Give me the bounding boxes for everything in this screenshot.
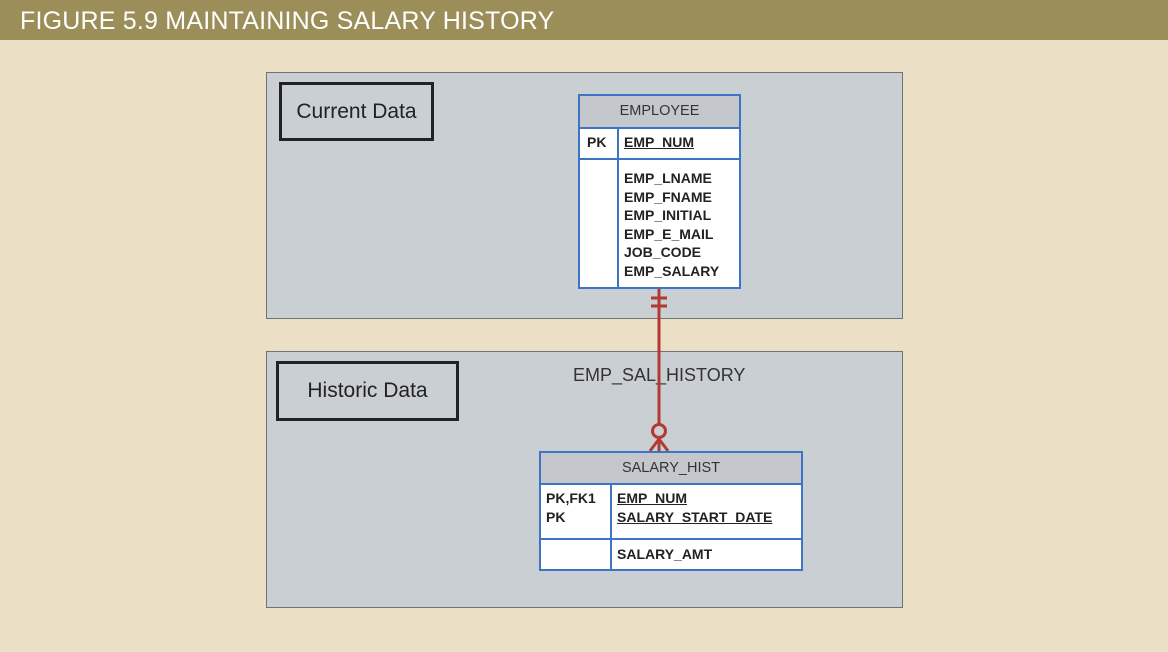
salary-hist-attr-row: SALARY_AMT <box>541 538 801 569</box>
employee-attr: EMP_E_MAIL <box>624 225 714 242</box>
employee-attr: EMP_INITIAL <box>624 207 712 223</box>
salary-hist-key-row: PK,FK1 PK EMP_NUM SALARY_START_DATE <box>541 483 801 540</box>
employee-entity-title: EMPLOYEE <box>580 96 739 129</box>
historic-data-label: Historic Data <box>276 361 459 421</box>
salary-hist-entity: SALARY_HIST PK,FK1 PK EMP_NUM SALARY_STA… <box>539 451 803 571</box>
employee-attr: EMP_LNAME <box>624 170 712 186</box>
crow-foot-left <box>648 438 661 452</box>
figure-header: FIGURE 5.9 MAINTAINING SALARY HISTORY <box>0 0 1168 40</box>
salary-hist-key-label: PK <box>546 509 566 525</box>
employee-attr: EMP_SALARY <box>624 262 720 279</box>
employee-attr-row: EMP_LNAME EMP_FNAME EMP_INITIAL EMP_E_MA… <box>580 158 739 287</box>
employee-attr: EMP_FNAME <box>624 188 712 205</box>
salary-hist-pk-attr: EMP_NUM <box>617 490 688 506</box>
salary-hist-attr: SALARY_AMT <box>617 546 713 562</box>
employee-entity: EMPLOYEE PK EMP_NUM EMP_LNAME EMP_FNAME … <box>578 94 741 289</box>
employee-pk-attr: EMP_NUM <box>624 134 695 150</box>
employee-key-row: PK EMP_NUM <box>580 127 739 160</box>
salary-hist-entity-title: SALARY_HIST <box>541 453 801 485</box>
employee-attr: JOB_CODE <box>624 244 702 260</box>
zero-circle <box>651 423 667 439</box>
crow-foot-right <box>657 438 670 452</box>
salary-hist-key-label: PK,FK1 <box>546 490 596 506</box>
figure-title: FIGURE 5.9 MAINTAINING SALARY HISTORY <box>20 7 555 35</box>
current-data-label: Current Data <box>279 82 434 141</box>
salary-hist-pk-attr: SALARY_START_DATE <box>617 509 773 525</box>
employee-pk-label: PK <box>587 134 607 150</box>
